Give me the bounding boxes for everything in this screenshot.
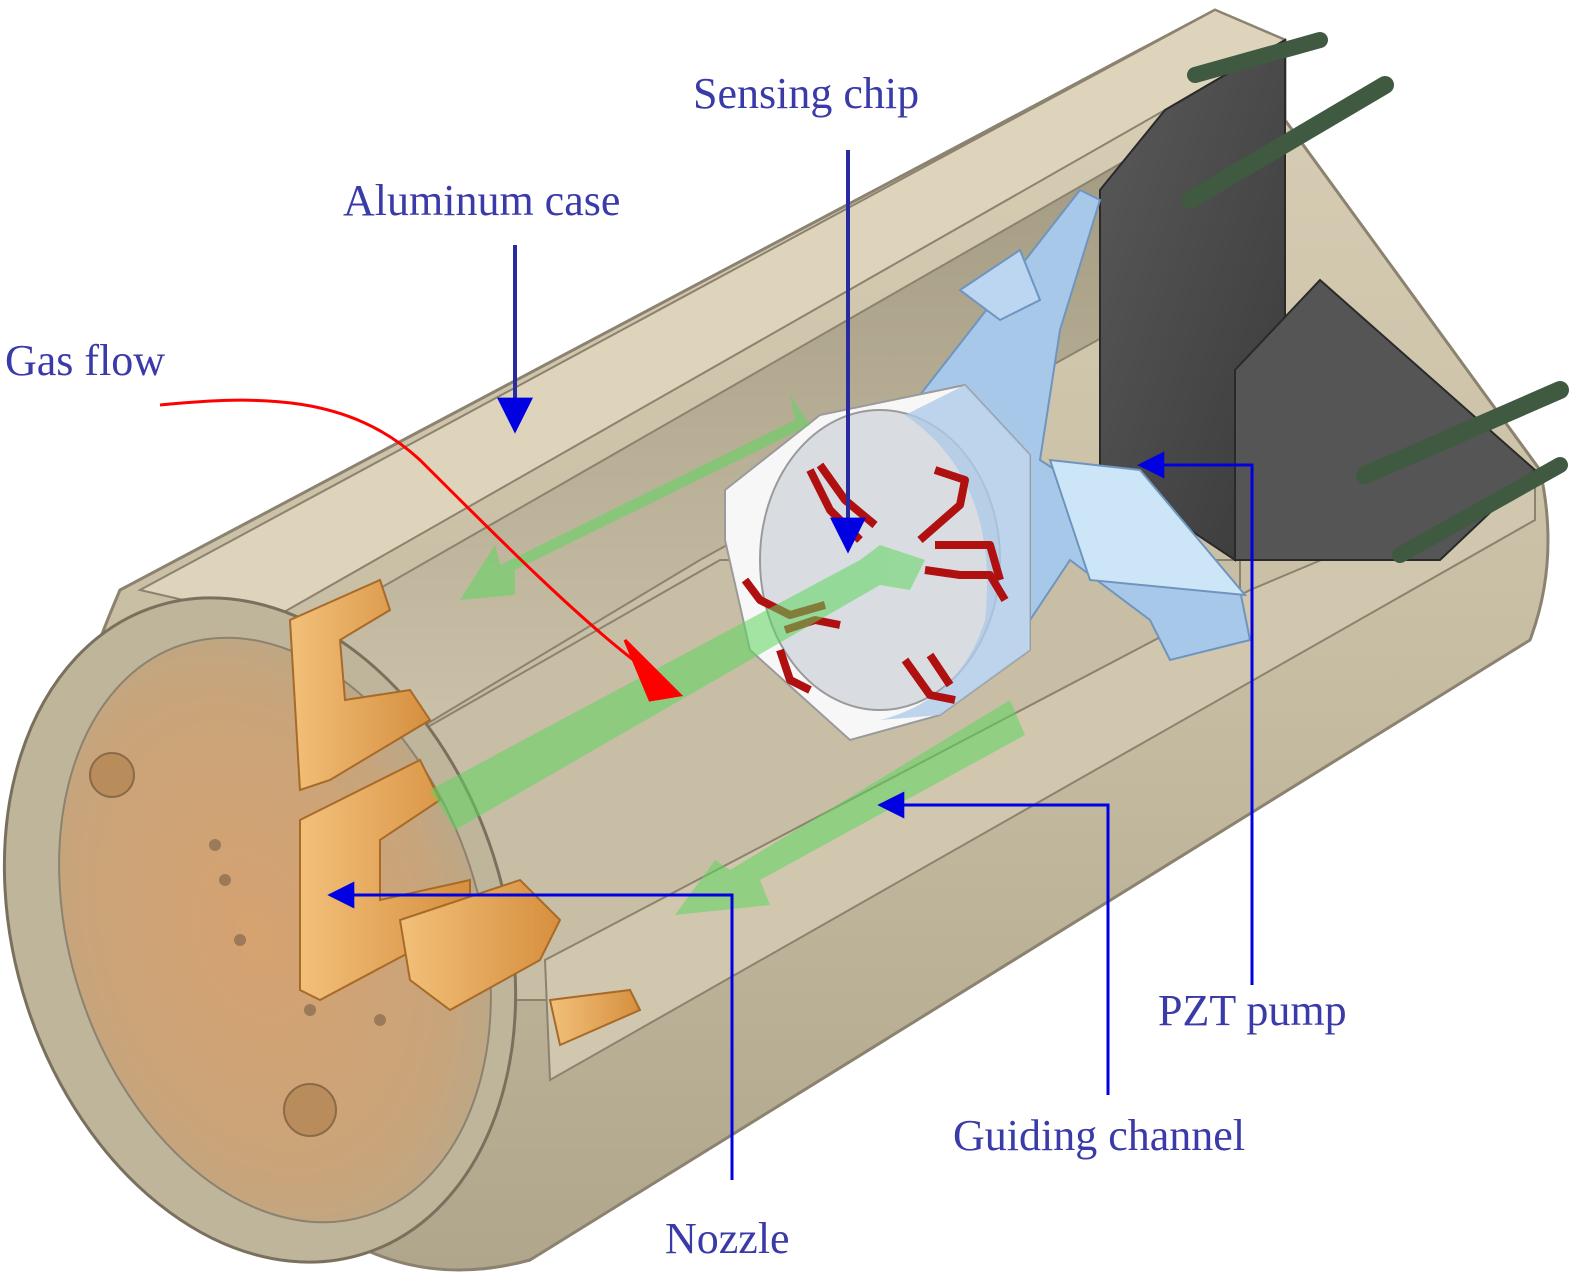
nozzle-leader <box>327 881 734 1180</box>
pzt-pump-leader <box>1137 451 1254 985</box>
label-guiding-channel: Guiding channel <box>953 1111 1245 1160</box>
guiding-channel-leader <box>877 791 1110 1095</box>
flow-arrows <box>430 395 1025 915</box>
gas-flow-indicator <box>159 398 684 702</box>
nozzle-copper-parts <box>288 578 642 1047</box>
label-pzt-pump: PZT pump <box>1158 986 1347 1035</box>
label-nozzle: Nozzle <box>665 1214 790 1263</box>
label-aluminum-case: Aluminum case <box>343 176 620 225</box>
leader-lines <box>327 150 1254 1180</box>
electrical-pins <box>1181 32 1569 563</box>
label-sensing-chip: Sensing chip <box>693 69 919 118</box>
label-gas-flow: Gas flow <box>5 336 165 385</box>
